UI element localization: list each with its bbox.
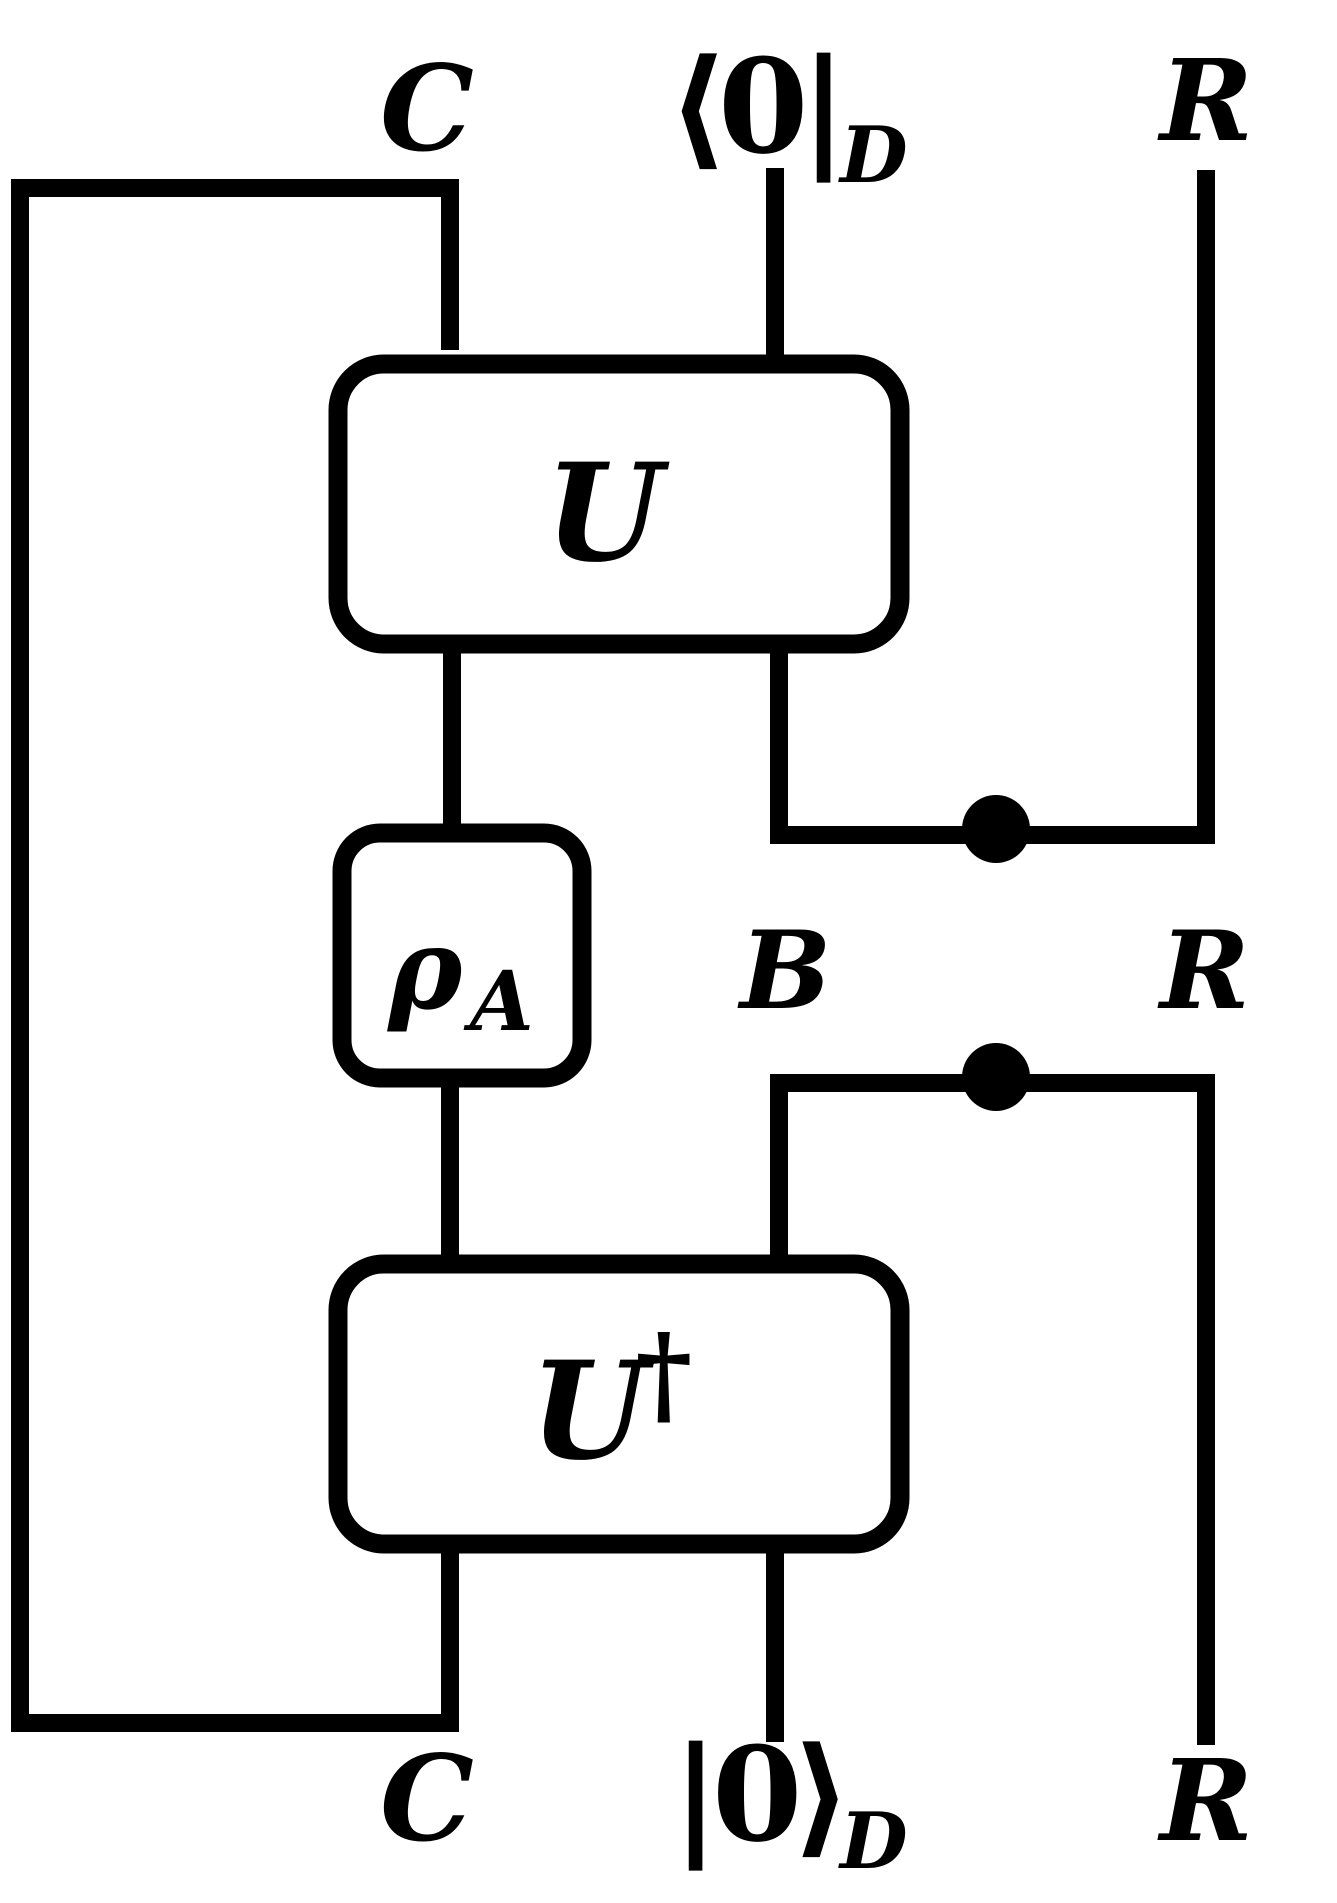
label-mid-r: R — [1157, 908, 1250, 1034]
label-box-rho: ρ — [387, 904, 463, 1035]
label-box-rho-sub: A — [463, 954, 534, 1050]
label-top-bra-close: | — [800, 30, 847, 183]
label-top-bra-sub: D — [838, 110, 908, 201]
label-bottom-ket-sub: D — [838, 1796, 908, 1887]
label-top-c: C — [380, 39, 474, 178]
box-u — [328, 354, 910, 654]
wire-c-loop — [11, 179, 459, 1732]
label-box-udag: U — [530, 1331, 655, 1490]
label-top-bra-zero: 0 — [718, 30, 808, 183]
label-mid-b: B — [737, 908, 831, 1034]
box-udag — [328, 1254, 910, 1554]
label-bottom-c: C — [380, 1729, 474, 1868]
label-bottom-ket-zero: 0 — [712, 1718, 802, 1871]
label-box-u: U — [545, 433, 670, 592]
contraction-dot-lower — [962, 1043, 1030, 1111]
label-bottom-r: R — [1157, 1736, 1253, 1867]
contraction-dot-upper — [962, 795, 1030, 863]
label-top-bra-open: ⟨ — [668, 30, 727, 183]
label-box-udag-sup: † — [635, 1309, 693, 1438]
label-bottom-ket-close: ⟩ — [792, 1718, 851, 1871]
box-rho-a — [332, 823, 592, 1088]
label-bottom-ket-open: | — [672, 1718, 719, 1871]
label-top-r: R — [1157, 36, 1253, 167]
